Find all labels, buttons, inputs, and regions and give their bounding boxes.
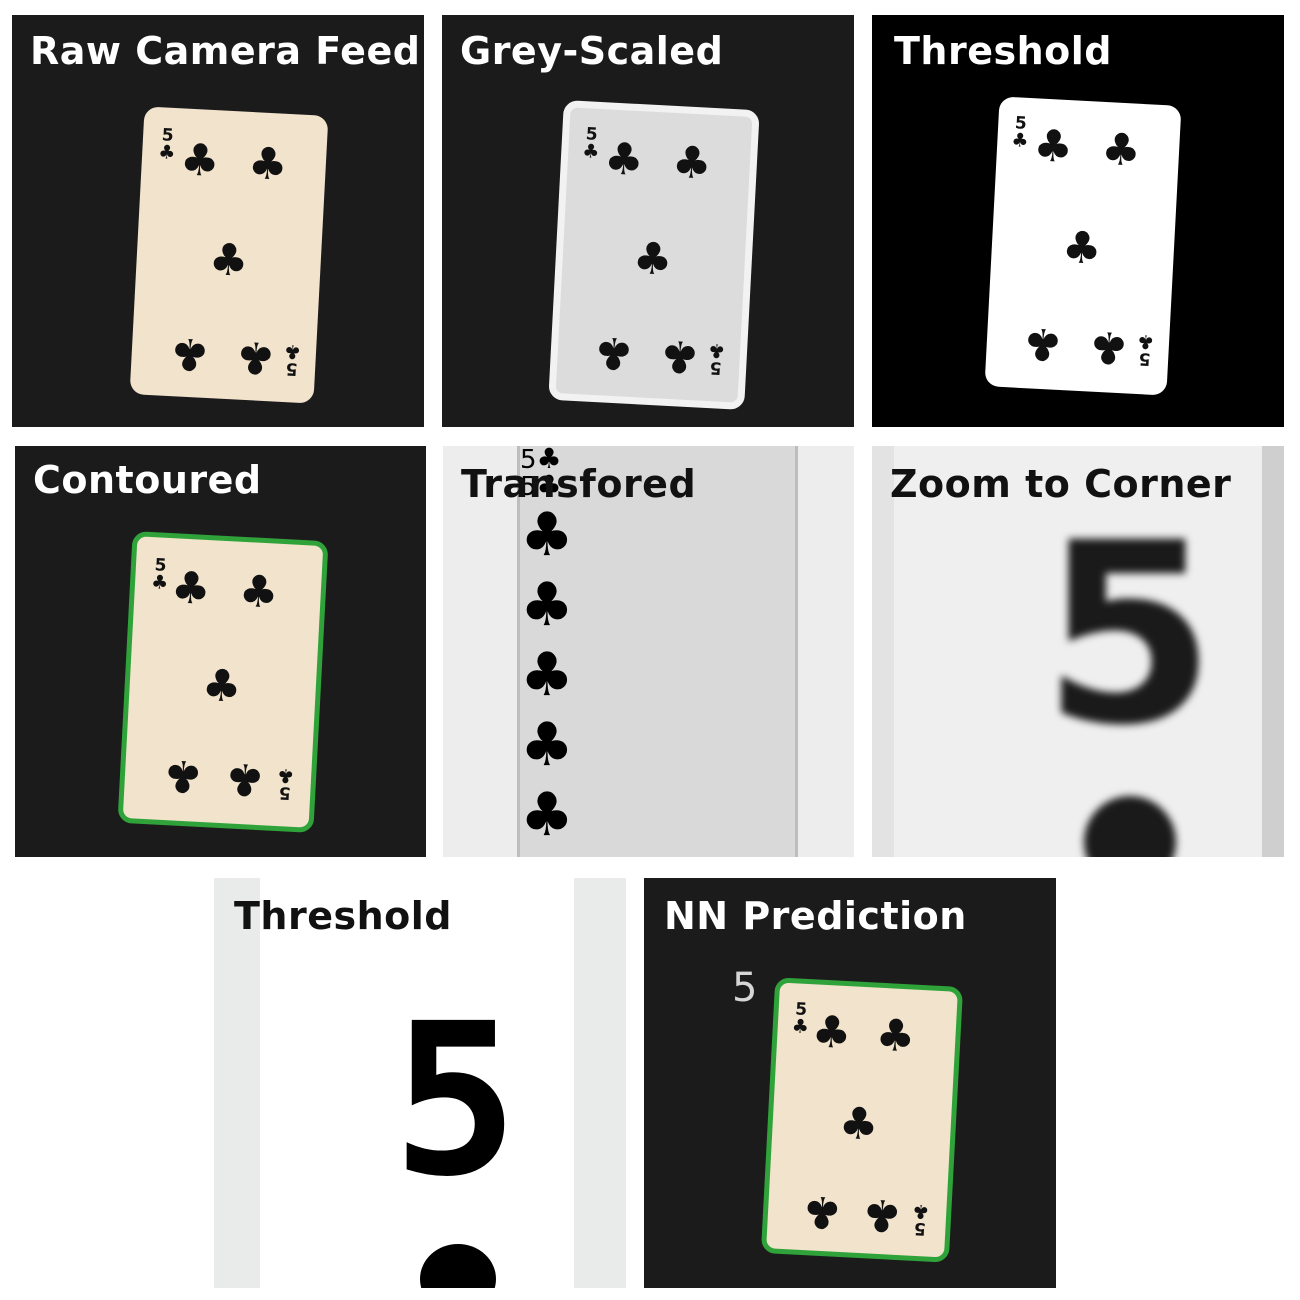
card-corner-index: 5♣ xyxy=(157,125,176,165)
card-corner-index-inverted: 5♣ xyxy=(276,763,295,803)
club-pip: ♣ xyxy=(168,327,211,381)
playing-card: 5♣ 5♣ ♣ ♣ ♣ ♣ ♣ xyxy=(117,531,329,833)
card-corner-index: 5♣ xyxy=(150,555,169,594)
panel-title: Zoom to Corner xyxy=(890,462,1232,506)
card-corner-index-inverted: 5♣ xyxy=(520,469,562,502)
panel-title: Raw Camera Feed xyxy=(30,29,421,73)
card-corner-index: 5♣ xyxy=(581,124,600,163)
threshold-suit-blob xyxy=(420,1244,496,1288)
club-pip: ♣ xyxy=(520,780,574,850)
club-pip: ♣ xyxy=(520,500,574,570)
playing-card: 5♣ 5♣ ♣ ♣ ♣ ♣ ♣ xyxy=(548,100,760,410)
club-pip: ♣ xyxy=(178,134,221,188)
card-corner-index: 5♣ xyxy=(791,999,810,1039)
panel-title: NN Prediction xyxy=(664,894,967,938)
panel-title: Threshold xyxy=(234,894,452,938)
zoomed-suit-blob xyxy=(1084,796,1176,857)
club-pip: ♣ xyxy=(658,329,701,383)
club-pip: ♣ xyxy=(223,752,266,806)
panel-nn-prediction: 5 5♣ 5♣ ♣ ♣ ♣ ♣ ♣ NN Prediction xyxy=(644,878,1056,1288)
club-pip: ♣ xyxy=(520,570,574,640)
club-pip: ♣ xyxy=(162,749,205,803)
panel-title: Threshold xyxy=(894,29,1112,73)
card-corner-index-inverted: 5♣ xyxy=(707,338,726,378)
club-pip: ♣ xyxy=(207,233,250,287)
playing-card: 5♣ 5♣ ♣ ♣ ♣ ♣ ♣ xyxy=(760,977,964,1263)
club-pip: ♣ xyxy=(1087,320,1130,374)
panel-title: Transfored xyxy=(461,462,697,506)
panel-contoured: 5♣ 5♣ ♣ ♣ ♣ ♣ ♣ Contoured xyxy=(15,446,426,857)
club-pip: ♣ xyxy=(631,232,674,286)
club-pip: ♣ xyxy=(520,710,574,780)
panel-threshold-corner: 5 Threshold xyxy=(214,878,626,1288)
card-corner-index-inverted: 5♣ xyxy=(1136,329,1155,369)
panel-title: Contoured xyxy=(33,458,262,502)
edge-strip xyxy=(214,878,260,1288)
playing-card: 5♣ 5♣ ♣ ♣ ♣ ♣ ♣ xyxy=(129,106,329,404)
edge-strip xyxy=(574,878,626,1288)
club-pip: ♣ xyxy=(234,330,277,384)
panel-title: Grey-Scaled xyxy=(460,29,724,73)
club-pip: ♣ xyxy=(837,1097,880,1151)
warped-card: 5♣ 5♣ ♣ ♣ ♣ ♣ ♣ xyxy=(517,446,798,857)
club-pip: ♣ xyxy=(801,1185,844,1239)
panel-zoom-to-corner: 5 Zoom to Corner xyxy=(872,446,1284,857)
club-pip: ♣ xyxy=(592,326,635,380)
club-pip: ♣ xyxy=(520,640,574,710)
threshold-rank: 5 xyxy=(392,978,519,1223)
playing-card: 5♣ 5♣ ♣ ♣ ♣ ♣ ♣ xyxy=(984,96,1182,396)
panel-grey-scaled: 5♣ 5♣ ♣ ♣ ♣ ♣ ♣ Grey-Scaled xyxy=(442,15,854,427)
club-pip: ♣ xyxy=(810,1006,853,1060)
club-pip: ♣ xyxy=(246,137,289,191)
club-pip: ♣ xyxy=(1021,317,1064,371)
club-pip: ♣ xyxy=(602,133,645,187)
club-pip: ♣ xyxy=(1032,120,1075,174)
club-pip: ♣ xyxy=(169,562,212,616)
prediction-label: 5 xyxy=(732,965,758,1011)
zoomed-rank: 5 xyxy=(1042,489,1216,780)
card-corner-index: 5♣ xyxy=(1010,113,1030,152)
club-pip: ♣ xyxy=(1060,221,1103,275)
club-pip: ♣ xyxy=(874,1009,917,1063)
card-edge-shadow xyxy=(1262,446,1284,857)
club-pip: ♣ xyxy=(200,659,243,713)
card-corner-index: 5♣ xyxy=(520,446,562,475)
club-pip: ♣ xyxy=(1100,123,1143,177)
club-pip: ♣ xyxy=(861,1188,904,1242)
club-pip: ♣ xyxy=(237,565,280,619)
card-edge-shadow xyxy=(872,446,894,857)
panel-raw-camera-feed: 5♣ 5♣ ♣ ♣ ♣ ♣ ♣ Raw Camera Feed xyxy=(12,15,424,427)
panel-threshold: 5♣ 5♣ ♣ ♣ ♣ ♣ ♣ Threshold xyxy=(872,15,1284,427)
card-corner-index-inverted: 5♣ xyxy=(911,1199,930,1239)
panel-transformed: 5♣ 5♣ ♣ ♣ ♣ ♣ ♣ Transfored xyxy=(443,446,854,857)
club-pip: ♣ xyxy=(670,136,713,190)
card-corner-index-inverted: 5♣ xyxy=(283,340,302,379)
